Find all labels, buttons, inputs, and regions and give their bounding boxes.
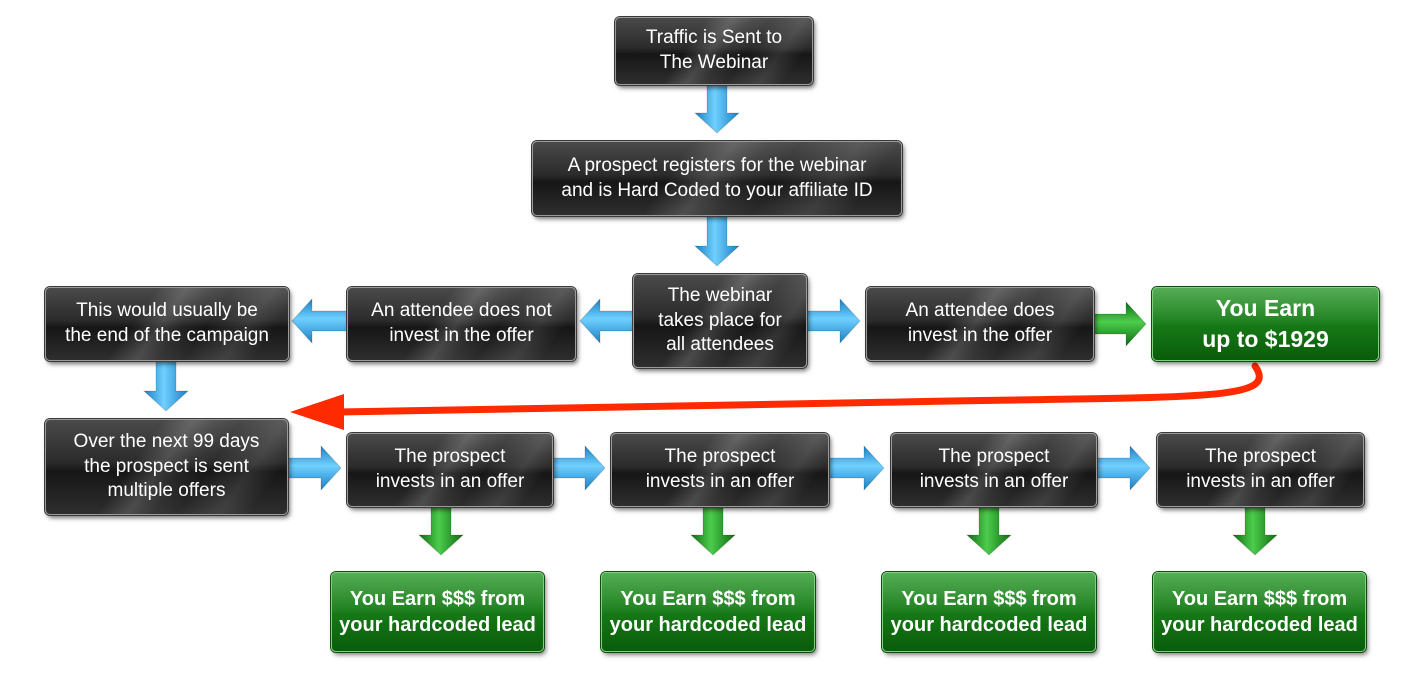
traffic-box: Traffic is Sent to The Webinar — [615, 17, 813, 85]
prospect-invests-label: The prospect invests in an offer — [919, 446, 1069, 492]
over-99-days-label: Over the next 99 days the prospect is se… — [73, 430, 260, 502]
earn-hardcoded-box-2: You Earn $$$ from your hardcoded lead — [601, 572, 815, 652]
traffic-label: Traffic is Sent to The Webinar — [645, 27, 783, 73]
earn-hardcoded-label: You Earn $$$ from your hardcoded lead — [609, 588, 807, 636]
registers-label: A prospect registers for the webinar and… — [561, 154, 873, 201]
right-arrow-webinar — [806, 297, 861, 345]
prospect-invests-label: The prospect invests in an offer — [1186, 446, 1335, 492]
down-arrow-earn-4 — [1231, 506, 1279, 556]
right-arrow-prospect-2 — [822, 444, 885, 492]
not-invest-label: An attendee does not invest in the offer — [371, 300, 552, 346]
webinar-label: The webinar takes place for all attendee… — [658, 284, 782, 356]
does-invest-box: An attendee does invest in the offer — [866, 287, 1094, 361]
you-earn-main-box: You Earn up to $1929 — [1152, 287, 1379, 361]
right-arrow-earn — [1093, 300, 1147, 348]
prospect-invests-box-1: The prospect invests in an offer — [347, 433, 553, 507]
prospect-invests-label: The prospect invests in an offer — [645, 446, 795, 492]
prospect-invests-box-4: The prospect invests in an offer — [1157, 433, 1364, 507]
earn-hardcoded-label: You Earn $$$ from your hardcoded lead — [890, 588, 1088, 636]
not-invest-box: An attendee does not invest in the offer — [347, 287, 576, 361]
down-arrow-traffic — [693, 84, 741, 134]
down-arrow-earn-2 — [689, 506, 737, 556]
earn-hardcoded-box-3: You Earn $$$ from your hardcoded lead — [882, 572, 1096, 652]
end-campaign-label: This would usually be the end of the cam… — [65, 300, 269, 346]
prospect-invests-box-3: The prospect invests in an offer — [891, 433, 1097, 507]
earn-hardcoded-label: You Earn $$$ from your hardcoded lead — [339, 588, 536, 636]
prospect-invests-box-2: The prospect invests in an offer — [611, 433, 829, 507]
return-arrow-head — [290, 394, 344, 430]
right-arrow-99-days — [282, 444, 342, 492]
down-arrow-earn-1 — [417, 506, 465, 556]
registers-box: A prospect registers for the webinar and… — [532, 141, 902, 216]
prospect-invests-label: The prospect invests in an offer — [375, 446, 525, 492]
does-invest-label: An attendee does invest in the offer — [905, 300, 1055, 346]
return-arrow — [334, 362, 1263, 416]
end-campaign-box: This would usually be the end of the cam… — [45, 287, 289, 361]
right-arrow-prospect-1 — [542, 444, 606, 492]
left-arrow-webinar — [579, 297, 634, 345]
down-arrow-registers — [693, 215, 741, 267]
earn-hardcoded-box-1: You Earn $$$ from your hardcoded lead — [331, 572, 544, 652]
left-arrow-not-invest — [291, 297, 348, 345]
right-arrow-prospect-3 — [1090, 444, 1151, 492]
earn-hardcoded-box-4: You Earn $$$ from your hardcoded lead — [1153, 572, 1366, 652]
earn-hardcoded-label: You Earn $$$ from your hardcoded lead — [1161, 588, 1358, 636]
down-arrow-earn-3 — [965, 506, 1013, 556]
you-earn-main-label: You Earn up to $1929 — [1202, 294, 1329, 352]
down-arrow-end-campaign — [142, 360, 190, 412]
webinar-box: The webinar takes place for all attendee… — [633, 274, 807, 368]
over-99-days-box: Over the next 99 days the prospect is se… — [45, 419, 288, 515]
